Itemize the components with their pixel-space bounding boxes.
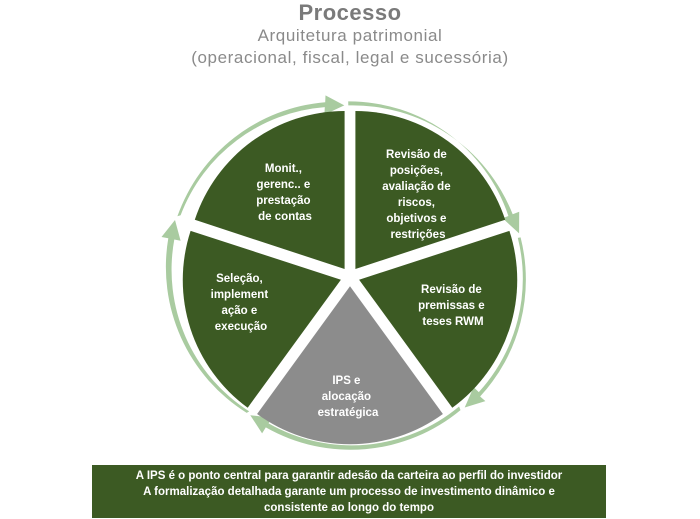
diagram-subtitle-line1: Arquitetura patrimonial (257, 26, 443, 45)
label-selecao: Seleção, implement ação e execução (211, 273, 272, 333)
ring-arc-4 (161, 220, 250, 413)
ring-arc-5 (177, 95, 345, 217)
diagram-subtitle-line2: (operacional, fiscal, legal e sucessória… (191, 48, 509, 67)
label-monitoramento: Monit., gerenc.. e prestação de contas (256, 163, 314, 223)
footer-line3: consistente ao longo do tempo (264, 502, 434, 514)
segment-revisao-premissas (359, 230, 518, 408)
segment-monitoramento (194, 111, 345, 269)
segment-revisao-posicoes (355, 111, 506, 269)
footer-line2: A formalização detalhada garante um proc… (143, 486, 555, 498)
footer-note: A IPS é o ponto central para garantir ad… (92, 465, 606, 518)
label-revisao-posicoes: Revisão de posições, avaliação de riscos… (382, 149, 454, 241)
footer-line1: A IPS é o ponto central para garantir ad… (135, 470, 563, 482)
segment-selecao (182, 230, 341, 408)
label-revisao-premissas: Revisão de premissas e teses RWM (418, 284, 488, 328)
label-ips-alocacao: IPS e alocação estratégica (318, 375, 379, 419)
cycle-ring (161, 95, 526, 450)
ring-arc-2 (464, 237, 526, 408)
ring-arc-3 (250, 406, 461, 450)
pie-segments (182, 111, 518, 445)
diagram-title: Processo (298, 0, 402, 25)
segment-labels: Revisão de posições, avaliação de riscos… (211, 149, 488, 419)
segment-ips-alocacao (257, 286, 443, 445)
